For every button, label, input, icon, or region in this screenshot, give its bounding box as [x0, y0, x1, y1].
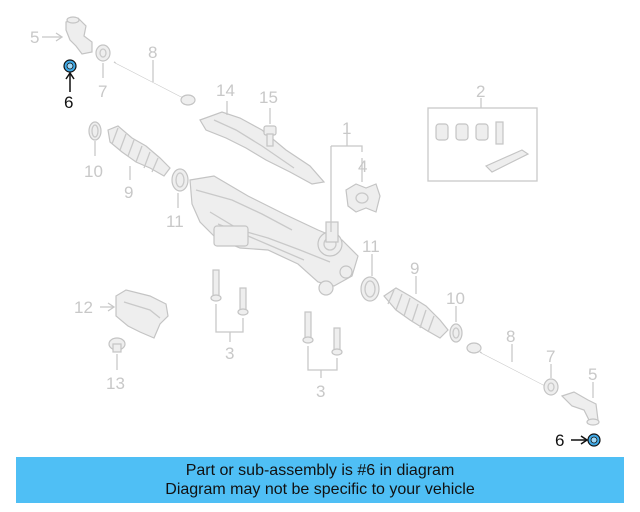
bolt-13	[108, 337, 126, 353]
washer-7-right	[543, 378, 559, 396]
callout-11-left[interactable]: 11	[166, 212, 184, 231]
clamp-10-right	[449, 323, 463, 343]
callout-7-right[interactable]: 7	[546, 347, 555, 366]
mount-bushing-4	[345, 183, 381, 213]
callout-4[interactable]: 4	[358, 157, 367, 176]
steering-gear-assembly-1	[189, 175, 359, 296]
callout-2[interactable]: 2	[476, 82, 485, 101]
clamp-10-left	[88, 121, 102, 141]
callout-5-left[interactable]: 5	[30, 28, 39, 47]
bolt-15	[263, 125, 277, 147]
bolts-3-right	[302, 311, 343, 356]
callout-12[interactable]: 12	[74, 298, 93, 317]
callout-15[interactable]: 15	[259, 88, 278, 107]
clamp-11-right	[360, 276, 380, 302]
callout-11-right[interactable]: 11	[362, 237, 380, 256]
callout-8-right[interactable]: 8	[506, 327, 515, 346]
hardware-kit-2	[427, 107, 538, 182]
callout-13[interactable]: 13	[106, 374, 125, 393]
callout-6-left[interactable]: 6	[64, 93, 73, 112]
callout-9-right[interactable]: 9	[410, 259, 419, 278]
callout-3-left[interactable]: 3	[225, 344, 234, 363]
bracket-12	[115, 289, 169, 339]
callout-1[interactable]: 1	[342, 119, 351, 138]
callout-10-right[interactable]: 10	[446, 289, 465, 308]
tie-rod-end-right	[560, 391, 600, 426]
banner-line-part-number: Part or sub-assembly is #6 in diagram	[185, 462, 455, 479]
callout-9-left[interactable]: 9	[124, 183, 133, 202]
tie-rod-end-left	[65, 16, 93, 55]
inner-tie-rod-8-left	[113, 61, 196, 106]
callout-10-left[interactable]: 10	[84, 162, 103, 181]
nut-6-right-highlight[interactable]	[587, 433, 601, 447]
bolts-3-left	[210, 269, 249, 316]
callout-14[interactable]: 14	[216, 81, 235, 100]
info-banner: Part or sub-assembly is #6 in diagram Di…	[16, 457, 624, 503]
callout-8-left[interactable]: 8	[148, 43, 157, 62]
clamp-11-left	[171, 168, 189, 192]
callout-3-right[interactable]: 3	[316, 382, 325, 401]
washer-7-left	[95, 44, 111, 62]
bellows-boot-9-left	[107, 125, 171, 177]
inner-tie-rod-8-right	[466, 342, 547, 387]
bellows-boot-9-right	[383, 287, 449, 339]
callout-5-right[interactable]: 5	[588, 365, 597, 384]
banner-line-disclaimer: Diagram may not be specific to your vehi…	[165, 481, 475, 498]
heat-shield-14	[199, 111, 326, 185]
nut-6-left-highlight[interactable]	[63, 59, 77, 73]
callout-7-left[interactable]: 7	[98, 82, 107, 101]
callout-6-right[interactable]: 6	[555, 431, 564, 450]
